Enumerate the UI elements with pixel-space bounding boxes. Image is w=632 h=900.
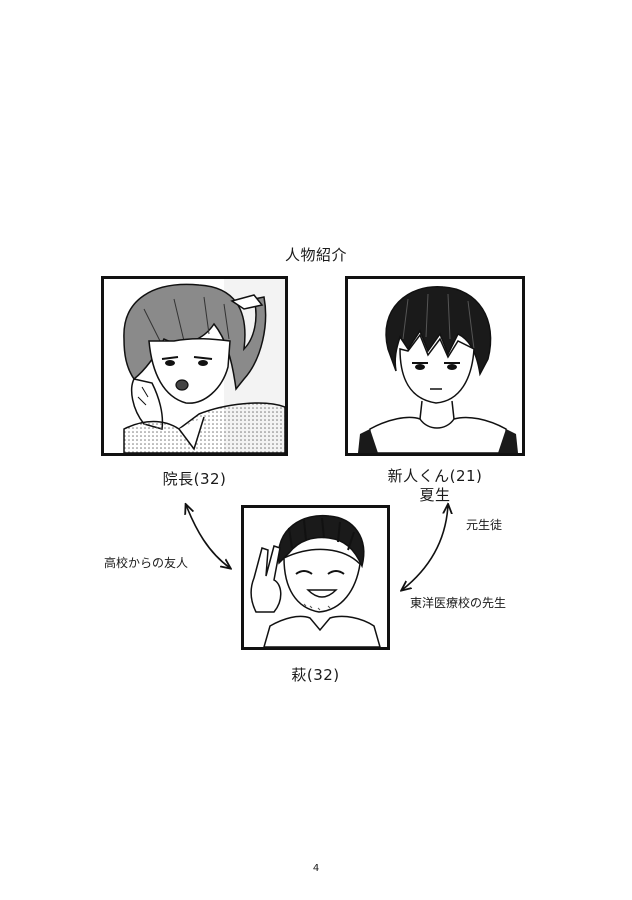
newbie-name: 新人くん(21) xyxy=(387,467,483,485)
newbie-portrait xyxy=(345,276,525,456)
hagi-portrait xyxy=(241,505,390,650)
hagi-name: 萩(32) xyxy=(291,666,340,684)
teacher-student-arrow xyxy=(402,505,448,590)
director-portrait xyxy=(101,276,288,456)
former-student-label: 元生徒 xyxy=(466,518,503,532)
director-illustration xyxy=(123,279,285,453)
newbie-illustration xyxy=(358,286,518,453)
newbie-name-block: 新人くん(21) 夏生 xyxy=(345,467,525,505)
hagi-illustration xyxy=(250,514,381,647)
teacher-label: 東洋医療校の先生 xyxy=(410,596,507,610)
friends-arrow xyxy=(186,505,230,568)
newbie-real-name: 夏生 xyxy=(419,486,451,504)
director-name: 院長(32) xyxy=(162,470,227,488)
page-title: 人物紹介 xyxy=(284,246,347,264)
page-number: 4 xyxy=(312,863,320,874)
friends-label: 高校からの友人 xyxy=(104,556,189,570)
